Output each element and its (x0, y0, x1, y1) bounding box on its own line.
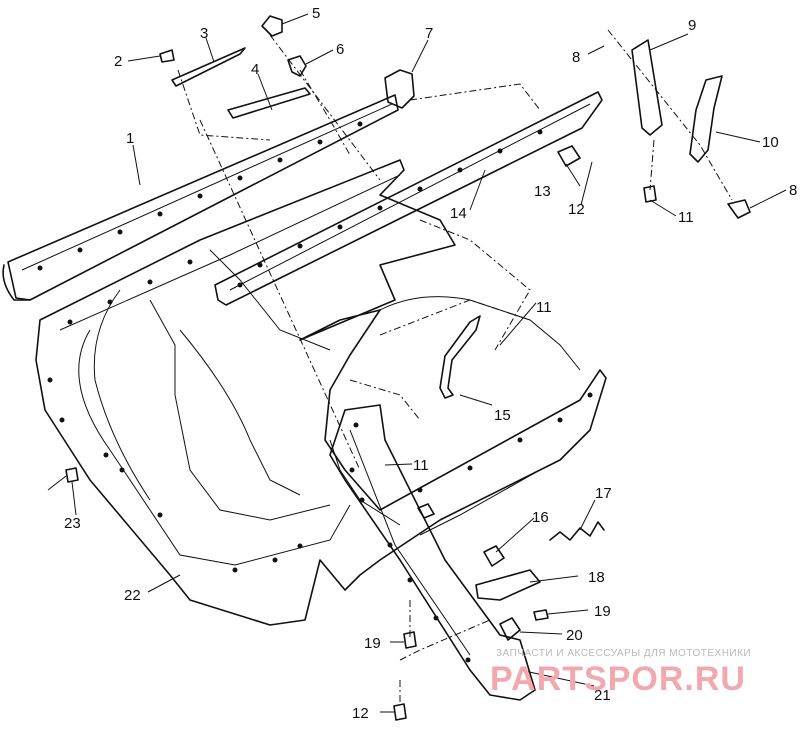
watermark-brand-logo: PARTSPOR.RU (490, 660, 746, 698)
callout-11-top: 11 (678, 209, 694, 226)
callout-19-right: 19 (594, 603, 611, 620)
callout-4: 4 (251, 61, 259, 78)
callout-8-right: 8 (789, 182, 797, 199)
callout-12-bottom: 12 (352, 705, 369, 722)
mounting-holes (37, 121, 593, 663)
part-13-grommet (557, 145, 581, 167)
callout-18: 18 (588, 569, 605, 586)
callout-2: 2 (114, 53, 122, 70)
part-16-plug (483, 545, 505, 567)
leader-lines (47, 13, 787, 713)
callout-15: 15 (494, 407, 511, 424)
callout-20: 20 (566, 627, 583, 644)
part-22-hood-panel (35, 159, 607, 626)
part-16-plug-small (417, 503, 435, 519)
callout-8-top: 8 (572, 49, 580, 66)
alignment-lines (177, 29, 733, 705)
part-10-arm (689, 75, 723, 163)
part-18-plate (475, 569, 541, 601)
part-15-bracket (439, 315, 481, 399)
part-5-knob (261, 15, 283, 37)
part-4-strip (227, 87, 311, 119)
callout-7: 7 (425, 25, 433, 42)
watermark: ЗАПЧАСТИ И АКСЕССУАРЫ ДЛЯ МОТОТЕХНИКИ PA… (490, 648, 751, 698)
callout-1: 1 (126, 130, 134, 147)
part-8-cap-right (727, 199, 751, 219)
part-1-upper-rail (2, 94, 399, 301)
callout-23: 23 (64, 515, 81, 532)
callout-6: 6 (336, 41, 344, 58)
part-12-screw-bottom (393, 703, 407, 721)
part-17-spring (549, 521, 605, 541)
part-19-bolt-b (533, 609, 549, 621)
callout-14: 14 (450, 205, 467, 222)
part-20-clip (499, 617, 521, 641)
callout-11-lower: 11 (413, 457, 429, 474)
callout-17: 17 (595, 485, 612, 502)
callout-21: 21 (594, 687, 611, 704)
callout-3: 3 (200, 25, 208, 42)
callout-12-top: 12 (568, 201, 585, 218)
callout-16: 16 (532, 509, 549, 526)
callout-22: 22 (124, 587, 141, 604)
part-2-pin (159, 49, 175, 63)
watermark-tagline: ЗАПЧАСТИ И АКСЕССУАРЫ ДЛЯ МОТОТЕХНИКИ (496, 648, 751, 659)
callout-9: 9 (688, 17, 696, 34)
callout-10: 10 (762, 134, 779, 151)
callout-11-mid: 11 (536, 299, 552, 316)
part-19-bolt-a (403, 631, 417, 649)
callout-5: 5 (312, 5, 320, 22)
part-6-screw (287, 55, 307, 77)
callout-19-left: 19 (364, 635, 381, 652)
part-14-lower-rail (214, 91, 603, 306)
part-7-latch (384, 69, 415, 109)
callout-13: 13 (534, 183, 551, 200)
part-23-screw (65, 467, 79, 483)
part-9-hinge (631, 39, 663, 136)
part-3-clip (171, 47, 246, 87)
